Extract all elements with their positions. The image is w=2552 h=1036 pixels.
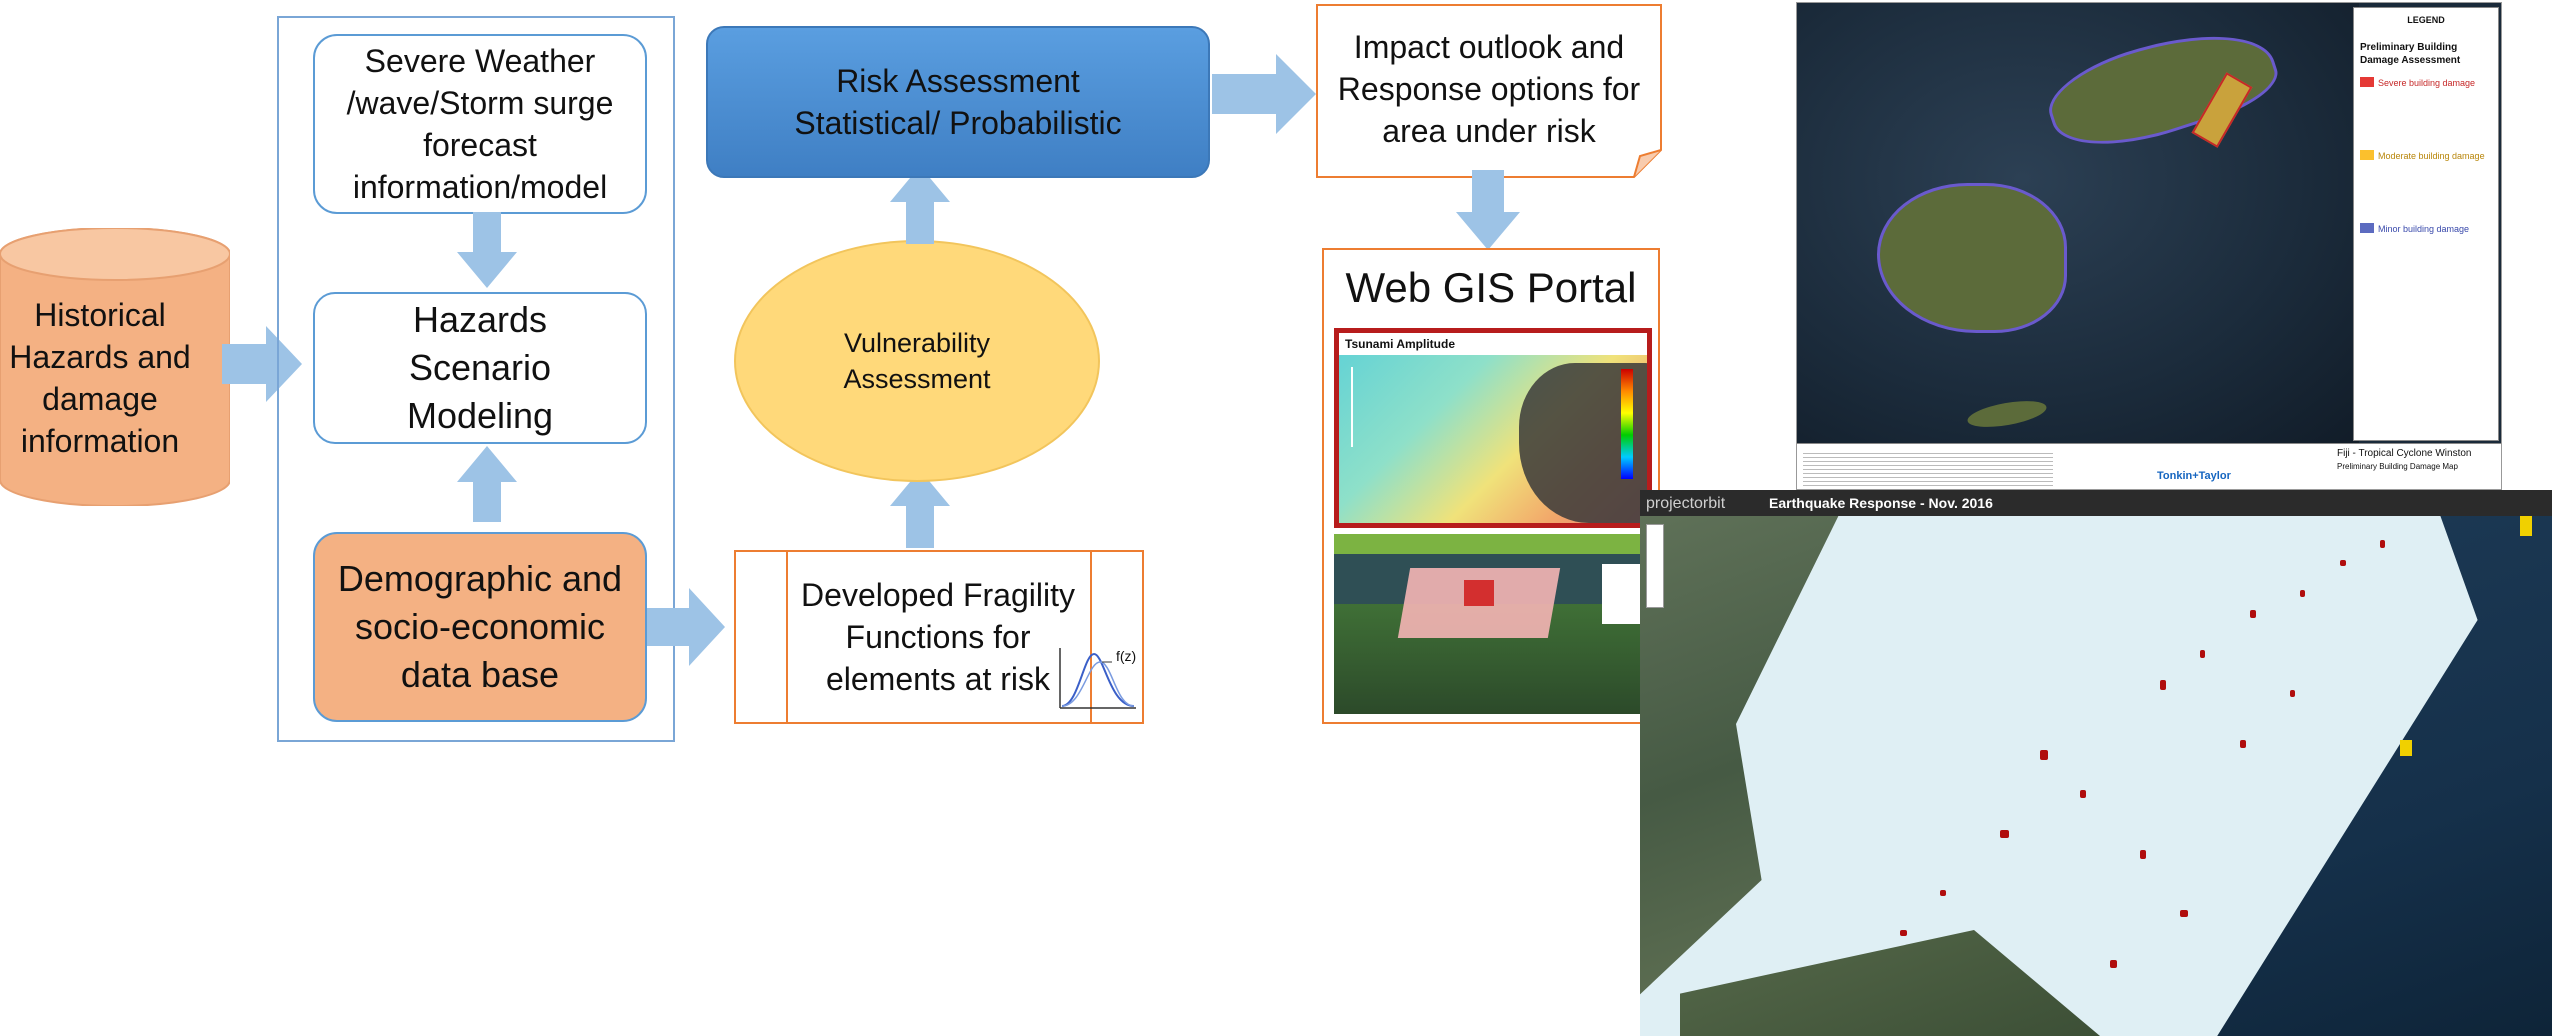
severe-weather-box: Severe Weather /wave/Storm surge forecas… <box>313 34 647 214</box>
terrain-bottom <box>1680 930 2100 1036</box>
arrow-fragility-to-vulnerability <box>890 470 950 548</box>
legend-severe: Severe building damage <box>2360 77 2492 90</box>
arrow-demographic-to-hazards <box>457 446 517 522</box>
coastline-highlight <box>2520 516 2532 536</box>
fragility-formula: f(z) <box>1116 648 1137 664</box>
damage-marker <box>2200 650 2205 658</box>
hazard-input-group <box>277 16 675 742</box>
damage-marker <box>2140 850 2146 859</box>
ocean-right <box>2217 516 2552 1036</box>
impact-outlook-label: Impact outlook and Response options for … <box>1337 29 1641 149</box>
severe-damage-polygon <box>1464 580 1494 606</box>
fragility-curve-icon <box>1059 648 1136 709</box>
map-zoom-controls[interactable] <box>1646 524 1664 608</box>
fiji-legend-title: LEGEND <box>2407 15 2445 25</box>
damage-marker <box>2290 690 2295 697</box>
arrow-severe-to-hazards <box>457 212 517 288</box>
damage-marker <box>2250 610 2256 618</box>
fragility-right-divider <box>1090 552 1092 722</box>
arrow-impact-to-webgis <box>1456 170 1520 250</box>
arrow-risk-to-impact <box>1212 54 1316 134</box>
damage-marker <box>2040 750 2048 760</box>
hazards-scenario-box: Hazards Scenario Modeling <box>313 292 647 444</box>
vulnerability-node: Vulnerability Assessment <box>734 240 1100 482</box>
risk-assessment-box: Risk Assessment Statistical/ Probabilist… <box>706 26 1210 178</box>
historical-hazards-node: Historical Hazards and damage informatio… <box>0 228 230 506</box>
folded-corner-shape <box>1316 4 1662 178</box>
footer-notes <box>1803 450 2053 486</box>
tsunami-color-scale <box>1621 369 1633 479</box>
fragility-box: Developed Fragility Functions for elemen… <box>734 550 1144 724</box>
orbit-title: Earthquake Response - Nov. 2016 <box>1769 495 1993 511</box>
fiji-damage-map-screenshot: LEGEND Preliminary Building Damage Asses… <box>1796 2 2502 490</box>
tsunami-title-bar: Tsunami Amplitude <box>1339 333 1647 355</box>
map-header-bar <box>1334 534 1654 554</box>
coastline-highlight-2 <box>2400 740 2412 756</box>
fiji-footer: Tonkin+Taylor Fiji - Tropical Cyclone Wi… <box>1797 443 2501 489</box>
severe-weather-label: Severe Weather /wave/Storm surge forecas… <box>346 43 614 205</box>
vulnerability-label: Vulnerability Assessment <box>843 328 991 394</box>
arrow-vulnerability-to-risk <box>890 166 950 244</box>
impact-outlook-box: Impact outlook and Response options for … <box>1316 4 1662 178</box>
viti-levu-island <box>1877 183 2067 333</box>
damage-marker <box>2300 590 2305 597</box>
risk-assessment-label: Risk Assessment Statistical/ Probabilist… <box>794 63 1122 141</box>
fiji-legend-panel: LEGEND Preliminary Building Damage Asses… <box>2353 7 2499 441</box>
arrow-demographic-to-fragility <box>647 588 725 666</box>
hazards-scenario-label: Hazards Scenario Modeling <box>406 299 554 436</box>
demographic-box: Demographic and socio-economic data base <box>313 532 647 722</box>
web-gis-portal-box: Web GIS Portal Tsunami Amplitude <box>1322 248 1660 724</box>
damage-map-screenshot <box>1334 534 1654 714</box>
fiji-legend-subtitle: Preliminary Building Damage Assessment <box>2360 42 2461 66</box>
fiji-map-subtitle: Preliminary Building Damage Map <box>2337 462 2458 471</box>
tsunami-amplitude-screenshot: Tsunami Amplitude <box>1334 328 1652 528</box>
orbit-header: projectorbit Earthquake Response - Nov. … <box>1640 490 2552 516</box>
damage-marker <box>1900 930 1907 936</box>
fragility-label: Developed Fragility Functions for elemen… <box>801 577 1075 697</box>
damage-marker <box>2160 680 2166 690</box>
map-legend <box>1602 564 1646 624</box>
damage-marker <box>2000 830 2009 838</box>
damage-marker <box>2380 540 2385 548</box>
damage-marker <box>2110 960 2117 968</box>
damage-marker <box>1940 890 1946 896</box>
zoom-slider <box>1351 367 1353 447</box>
legend-minor: Minor building damage <box>2360 223 2492 236</box>
fiji-map-title: Fiji - Tropical Cyclone Winston <box>2337 448 2472 459</box>
legend-moderate: Moderate building damage <box>2360 150 2492 163</box>
web-gis-title: Web GIS Portal <box>1345 264 1637 311</box>
cylinder-shape <box>0 228 230 506</box>
damage-marker <box>2340 560 2346 566</box>
company-logo: Tonkin+Taylor <box>2157 470 2231 482</box>
demographic-label: Demographic and socio-economic data base <box>337 558 623 695</box>
damage-marker <box>2080 790 2086 798</box>
arrow-historical-to-group <box>222 326 302 402</box>
orbit-brand: projectorbit <box>1646 495 1726 512</box>
fragility-left-divider <box>786 552 788 722</box>
damage-marker <box>2240 740 2246 748</box>
earthquake-response-screenshot: projectorbit Earthquake Response - Nov. … <box>1640 490 2552 1036</box>
damage-marker <box>2180 910 2188 917</box>
historical-hazards-label: Historical Hazards and damage informatio… <box>9 297 191 459</box>
